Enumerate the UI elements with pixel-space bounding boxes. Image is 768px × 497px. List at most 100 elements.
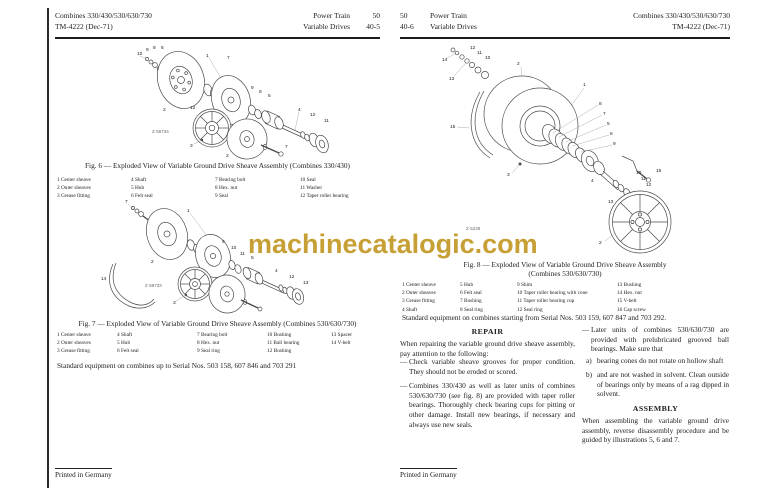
parts-item: 11 Ball bearing [267,340,300,347]
parts-item: 7 Bushing [460,298,482,305]
header-sub-page: 40-6 [400,21,414,31]
fig7-callout: 10 [231,245,237,251]
parts-item: 1 Center sheave [402,282,436,288]
parts-item: 1 Center sheave [57,177,91,183]
fig6-callout: 12 [190,105,196,111]
parts-item: 9 Seal ring [197,348,220,355]
fig7-callout: 7 [125,199,128,205]
fig8-callout: 10 [485,55,491,61]
parts-item: 8 Seal ring [460,306,483,313]
assembly-text: When assembling the variable ground driv… [582,416,729,445]
fig7-caption: Fig. 7 — Exploded View of Variable Groun… [78,319,357,328]
item-3b-text: and are not washed in solvent. Clean out… [597,370,729,399]
repair-item-3a: a) bearing cones do not rotate on hollow… [582,356,729,366]
fig8-code: Z 5228 [466,226,481,231]
header-section-label: Power Train [313,11,350,20]
fig8-callout: 12 [646,182,652,188]
parts-item: 4 Shaft [402,306,418,313]
fig6-callout: 9 [251,85,254,91]
page-edge-line [47,8,49,488]
parts-item: 3 Grease fitting [402,298,435,305]
fig8-callout: 3 [507,172,510,178]
fig6-callout: 11 [324,118,329,124]
fig8-callout: 2 [517,61,520,67]
parts-item: 14 Hex. nut [617,290,642,297]
right-header-id: Combines 330/430/530/630/730 TM-4222 (De… [633,11,730,32]
parts-item: 3 Grease fitting [57,348,90,355]
parts-item: 13 Spacer [331,332,353,338]
left-header-rule [55,36,380,39]
fig7-callout: 5 [251,255,254,261]
fig8-callout: 10 [636,170,642,176]
header-section-label: Power Train [430,11,467,20]
parts-item: 2 Outer sheaves [402,290,436,297]
parts-item: 2 Outer sheaves [57,185,91,192]
right-header-rule [400,36,730,39]
header-sub-label: Variable Drives [303,21,350,31]
header-sub-label: Variable Drives [430,21,477,31]
repair-item-2-text: Combines 330/430 as well as later units … [409,381,575,429]
item-3a-text: bearing cones do not rotate on hollow sh… [597,356,724,365]
fig8-callout: 2 [599,240,602,246]
fig8-callout: 13 [608,199,614,205]
parts-item: 5 Hub [460,282,474,288]
parts-item: 11 Washer [300,185,323,192]
assembly-heading: ASSEMBLY [632,404,679,413]
fig8-callout: 13 [449,76,455,82]
fig8-callout: 1 [583,82,586,88]
fig6-code: Z 58734 [152,129,169,134]
parts-item: 6 Felt seal [460,290,482,297]
dash-bullet: — [582,325,590,334]
parts-item: 7 Bearing bolt [215,177,246,183]
fig6-callout: 12 [310,112,316,118]
parts-item: 6 Felt seal [117,348,139,355]
fig8-callout: 6 [610,131,613,137]
header-model: Combines 330/430/530/630/730 [633,11,730,20]
fig7-note: Standard equipment on combines up to Ser… [57,361,297,370]
fig6-caption: Fig. 6 — Exploded View of Variable Groun… [85,161,350,170]
header-tm: TM-4222 (Dec-71) [672,21,730,31]
left-header-id: Combines 330/430/530/630/730 TM-4222 (De… [55,11,152,32]
parts-item: 2 Outer sheaves [57,340,91,347]
fig6-callout: 3 [190,143,193,149]
fig7-callout: 9 [222,239,225,245]
parts-item: 15 V-belt [617,298,637,305]
parts-item: 3 Grease fitting [57,193,90,200]
header-model: Combines 330/430/530/630/730 [55,11,152,20]
fig6-callout: 2 [226,153,229,159]
fig6-callout: 1 [206,53,209,59]
fig8-caption-line1: Fig. 8 — Exploded View of Variable Groun… [463,260,667,269]
right-footer: Printed in Germany [400,471,457,479]
fig8-callout: 8 [599,101,602,107]
fig8-callout: 9 [613,141,616,147]
fig6-callout: 6 [161,45,164,51]
fig8-note: Standard equipment on combines starting … [402,313,667,322]
parts-item: 10 Taper roller bearing with cone [517,290,588,297]
parts-item: 16 Cap screw [617,306,646,313]
parts-item: 5 Hub [117,340,131,347]
fig6-callout: 4 [298,107,301,113]
parts-item: 1 Center sheave [57,332,91,338]
fig7-callout: 12 [289,274,295,280]
fig7-exploded-drawing: 7 1 9 10 11 5 4 12 13 2 3 14 Z 59733 [101,199,309,314]
fig7-code: Z 59733 [145,283,162,288]
fig8-callout: 12 [470,45,476,51]
parts-item: 6 Felt seal [131,193,153,200]
fig6-callout: 2 [163,107,166,113]
fig7-callout: 4 [275,268,278,274]
item-3a-label: a) [586,356,592,365]
header-section-page: 50 [372,11,381,20]
fig7-callout: 1 [187,208,190,214]
